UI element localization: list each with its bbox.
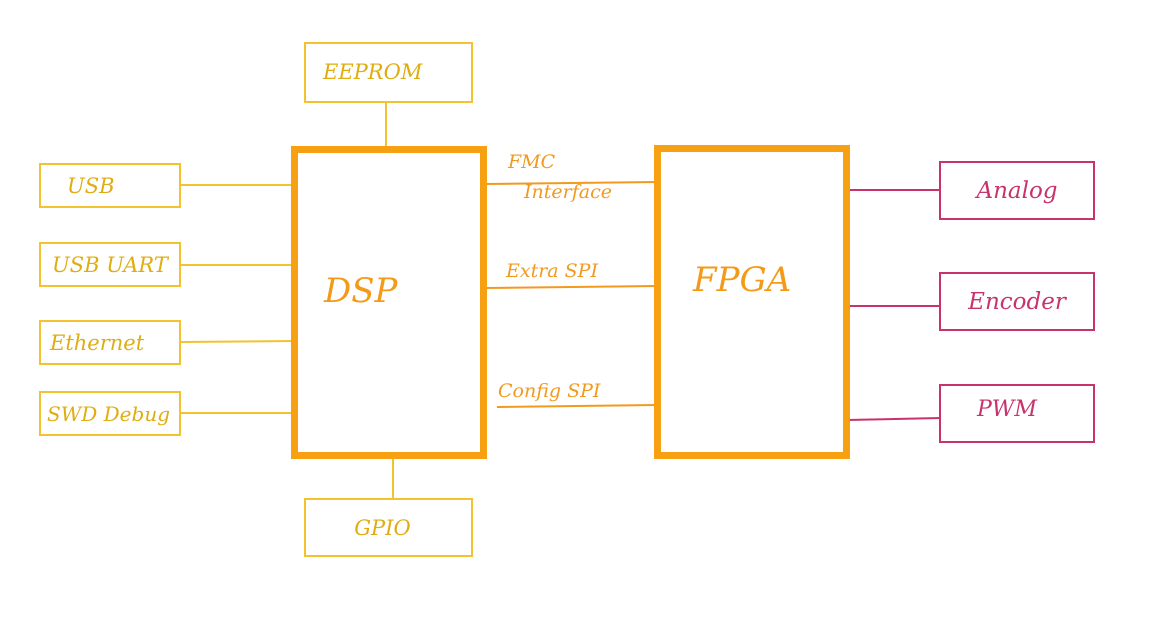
encoder-label: Encoder xyxy=(968,288,1066,315)
gpio-label: GPIO xyxy=(354,515,411,540)
fpga-pwm-line xyxy=(846,417,942,421)
fpga-label: FPGA xyxy=(693,260,792,300)
swd-debug-label: SWD Debug xyxy=(47,401,171,426)
analog-block: Analog xyxy=(939,161,1095,220)
interface-label: Interface xyxy=(524,181,612,203)
fpga-block: FPGA xyxy=(654,145,850,459)
ethernet-block: Ethernet xyxy=(39,320,181,365)
usb-uart-label: USB UART xyxy=(52,252,168,277)
ethernet-label: Ethernet xyxy=(50,330,145,355)
usb-uart-block: USB UART xyxy=(39,242,181,287)
eeprom-label: EEPROM xyxy=(323,59,423,84)
eeprom-block: EEPROM xyxy=(304,42,473,103)
usb-label: USB xyxy=(67,173,115,198)
fmc-link-line xyxy=(483,181,658,185)
fmc-label: FMC xyxy=(508,151,556,173)
encoder-block: Encoder xyxy=(939,272,1095,331)
ethernet-dsp-line xyxy=(179,340,295,343)
config-spi-label: Config SPI xyxy=(498,380,601,402)
dsp-block: DSP xyxy=(291,146,487,459)
swd-debug-block: SWD Debug xyxy=(39,391,181,436)
gpio-block: GPIO xyxy=(304,498,473,557)
usb-block: USB xyxy=(39,163,181,208)
dsp-label: DSP xyxy=(324,271,398,311)
pwm-label: PWM xyxy=(977,397,1037,422)
pwm-block: PWM xyxy=(939,384,1095,443)
extra-spi-link-line xyxy=(483,285,658,289)
config-spi-link-line xyxy=(496,404,658,408)
analog-label: Analog xyxy=(976,177,1058,204)
extra-spi-label: Extra SPI xyxy=(506,260,598,282)
